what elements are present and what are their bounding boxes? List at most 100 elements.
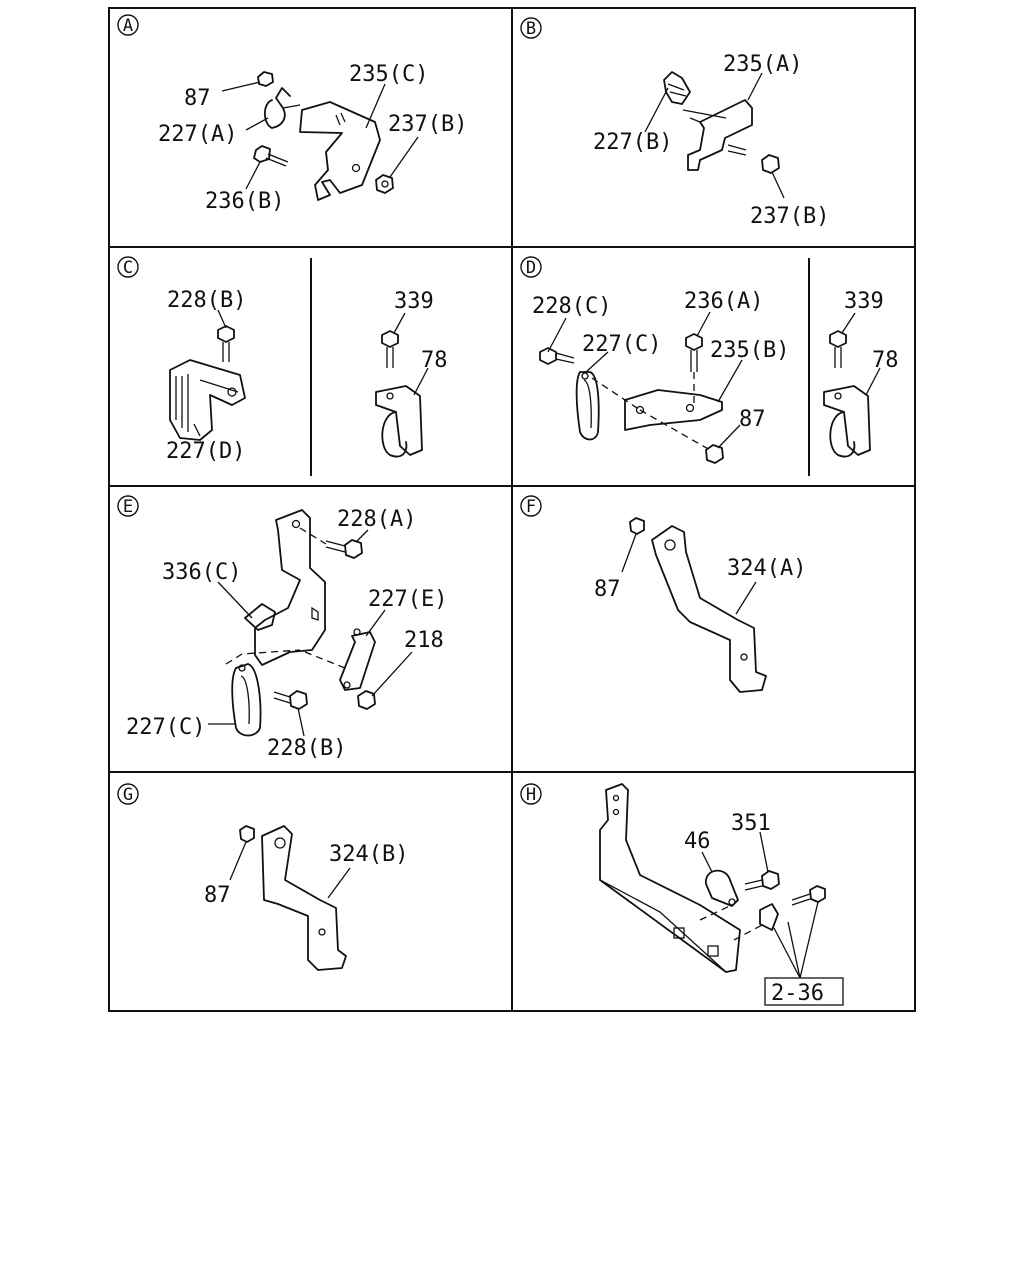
leader-h-46 bbox=[701, 851, 713, 873]
svg-text:A: A bbox=[123, 16, 133, 36]
leader-e-228a bbox=[355, 529, 369, 543]
label-a-227a: 227(A) bbox=[158, 122, 237, 147]
panel-g: G 87 324(B) bbox=[117, 783, 408, 971]
leader-a-87 bbox=[221, 81, 261, 92]
reference-box bbox=[764, 977, 844, 1006]
label-d-87: 87 bbox=[739, 407, 766, 432]
nut-87-d-drawing bbox=[705, 444, 724, 464]
leader-f-324a bbox=[735, 581, 757, 615]
label-e-227e: 227(E) bbox=[368, 587, 447, 612]
leader-g-87 bbox=[229, 841, 247, 881]
stud-e bbox=[311, 606, 319, 621]
leader-d-235b bbox=[717, 359, 743, 403]
leader-a-235c bbox=[365, 83, 386, 129]
leader-h-ref-b bbox=[787, 921, 801, 979]
panel-a: A 87 227(A) 235(C) 237(B) 236( bbox=[117, 14, 467, 214]
panel-grid bbox=[108, 7, 916, 1012]
leader-d-227c bbox=[585, 351, 609, 373]
panel-h: H 46 351 2-3 bbox=[520, 783, 844, 1006]
panel-c-badge: C bbox=[117, 256, 139, 278]
label-a-235c: 235(C) bbox=[349, 62, 428, 87]
svg-text:G: G bbox=[123, 785, 133, 805]
label-c-78: 78 bbox=[421, 348, 448, 373]
label-h-reference-2-36: 2-36 bbox=[771, 981, 824, 1006]
bolt-236a-drawing bbox=[685, 333, 703, 372]
label-g-87: 87 bbox=[204, 883, 231, 908]
label-e-228a: 228(A) bbox=[337, 507, 416, 532]
leader-d-228c bbox=[547, 317, 567, 353]
leader-h-ref-c bbox=[799, 901, 819, 979]
panel-d: D bbox=[520, 256, 899, 464]
svg-text:E: E bbox=[123, 497, 133, 517]
label-g-324b: 324(B) bbox=[329, 842, 408, 867]
nut-218-drawing bbox=[357, 690, 376, 710]
clip-46-drawing bbox=[705, 869, 739, 907]
bolt-228b-e-drawing bbox=[273, 690, 308, 710]
leader-d-236a bbox=[696, 311, 711, 337]
frame-bracket-drawing bbox=[599, 783, 741, 973]
leader-c-78 bbox=[413, 367, 429, 396]
leader-h-351 bbox=[759, 831, 769, 873]
bracket-235b-drawing bbox=[624, 389, 723, 431]
dash-e-3 bbox=[304, 651, 346, 669]
label-c-227d: 227(D) bbox=[166, 439, 245, 464]
dash-d-2 bbox=[639, 409, 711, 451]
leader-b-227b bbox=[644, 87, 669, 133]
leader-c-228b bbox=[217, 309, 227, 329]
dash-h-2 bbox=[733, 923, 765, 941]
panel-e-badge: E bbox=[117, 495, 139, 517]
label-b-227b: 227(B) bbox=[593, 130, 672, 155]
panel-d-badge: D bbox=[520, 256, 542, 278]
clip-227b-drawing bbox=[663, 71, 691, 105]
bracket-235a-drawing bbox=[682, 99, 753, 171]
dash-e-1 bbox=[299, 527, 327, 545]
bolt-339-c-drawing bbox=[381, 330, 399, 368]
label-e-336c: 336(C) bbox=[162, 560, 241, 585]
label-a-237b: 237(B) bbox=[388, 112, 467, 137]
svg-text:F: F bbox=[526, 497, 536, 517]
leader-e-336c bbox=[217, 581, 253, 619]
leader-e-228b bbox=[297, 707, 305, 737]
panel-b: B 235(A) 227(B) 237(B) bbox=[520, 17, 829, 229]
label-d-236a: 236(A) bbox=[684, 289, 763, 314]
label-h-46: 46 bbox=[684, 829, 711, 854]
label-c-339: 339 bbox=[394, 289, 434, 314]
leader-c-339 bbox=[393, 312, 406, 334]
leader-d-339 bbox=[841, 312, 856, 334]
clip-227c-e-drawing bbox=[231, 663, 262, 737]
label-e-218: 218 bbox=[404, 628, 444, 653]
bolt-228c-drawing bbox=[539, 347, 575, 365]
label-d-227c: 227(C) bbox=[582, 332, 661, 357]
nut-237b-drawing bbox=[375, 174, 394, 194]
leader-c-227d bbox=[193, 423, 201, 437]
panel-e: E bbox=[117, 495, 447, 761]
nut-87-f-drawing bbox=[629, 517, 645, 535]
label-f-324a: 324(A) bbox=[727, 556, 806, 581]
bolt-236b-drawing bbox=[253, 145, 289, 167]
clamp-78-d-drawing bbox=[823, 385, 871, 458]
clamp-78-c-drawing bbox=[375, 385, 423, 458]
leader-a-227a bbox=[245, 117, 269, 131]
leader-d-78 bbox=[865, 367, 881, 396]
label-d-339: 339 bbox=[844, 289, 884, 314]
bracket-324a-drawing bbox=[651, 525, 767, 693]
svg-text:D: D bbox=[526, 258, 536, 278]
leader-a-236b bbox=[245, 161, 261, 190]
label-d-78: 78 bbox=[872, 348, 899, 373]
label-a-236b: 236(B) bbox=[205, 189, 284, 214]
panel-c: C 228(B) 227(D) 339 78 bbox=[117, 256, 448, 464]
svg-text:H: H bbox=[526, 785, 536, 805]
label-e-227c: 227(C) bbox=[126, 715, 205, 740]
panel-b-badge: B bbox=[520, 17, 542, 39]
label-a-87: 87 bbox=[184, 86, 211, 111]
panel-g-badge: G bbox=[117, 783, 139, 805]
svg-text:C: C bbox=[123, 258, 133, 278]
label-b-237b: 237(B) bbox=[750, 204, 829, 229]
leader-d-87 bbox=[717, 424, 741, 449]
dash-d-1 bbox=[591, 377, 641, 411]
label-e-228b: 228(B) bbox=[267, 736, 346, 761]
leader-h-ref-a bbox=[773, 927, 801, 979]
panel-f: F 87 324(A) bbox=[520, 495, 806, 693]
label-f-87: 87 bbox=[594, 577, 621, 602]
